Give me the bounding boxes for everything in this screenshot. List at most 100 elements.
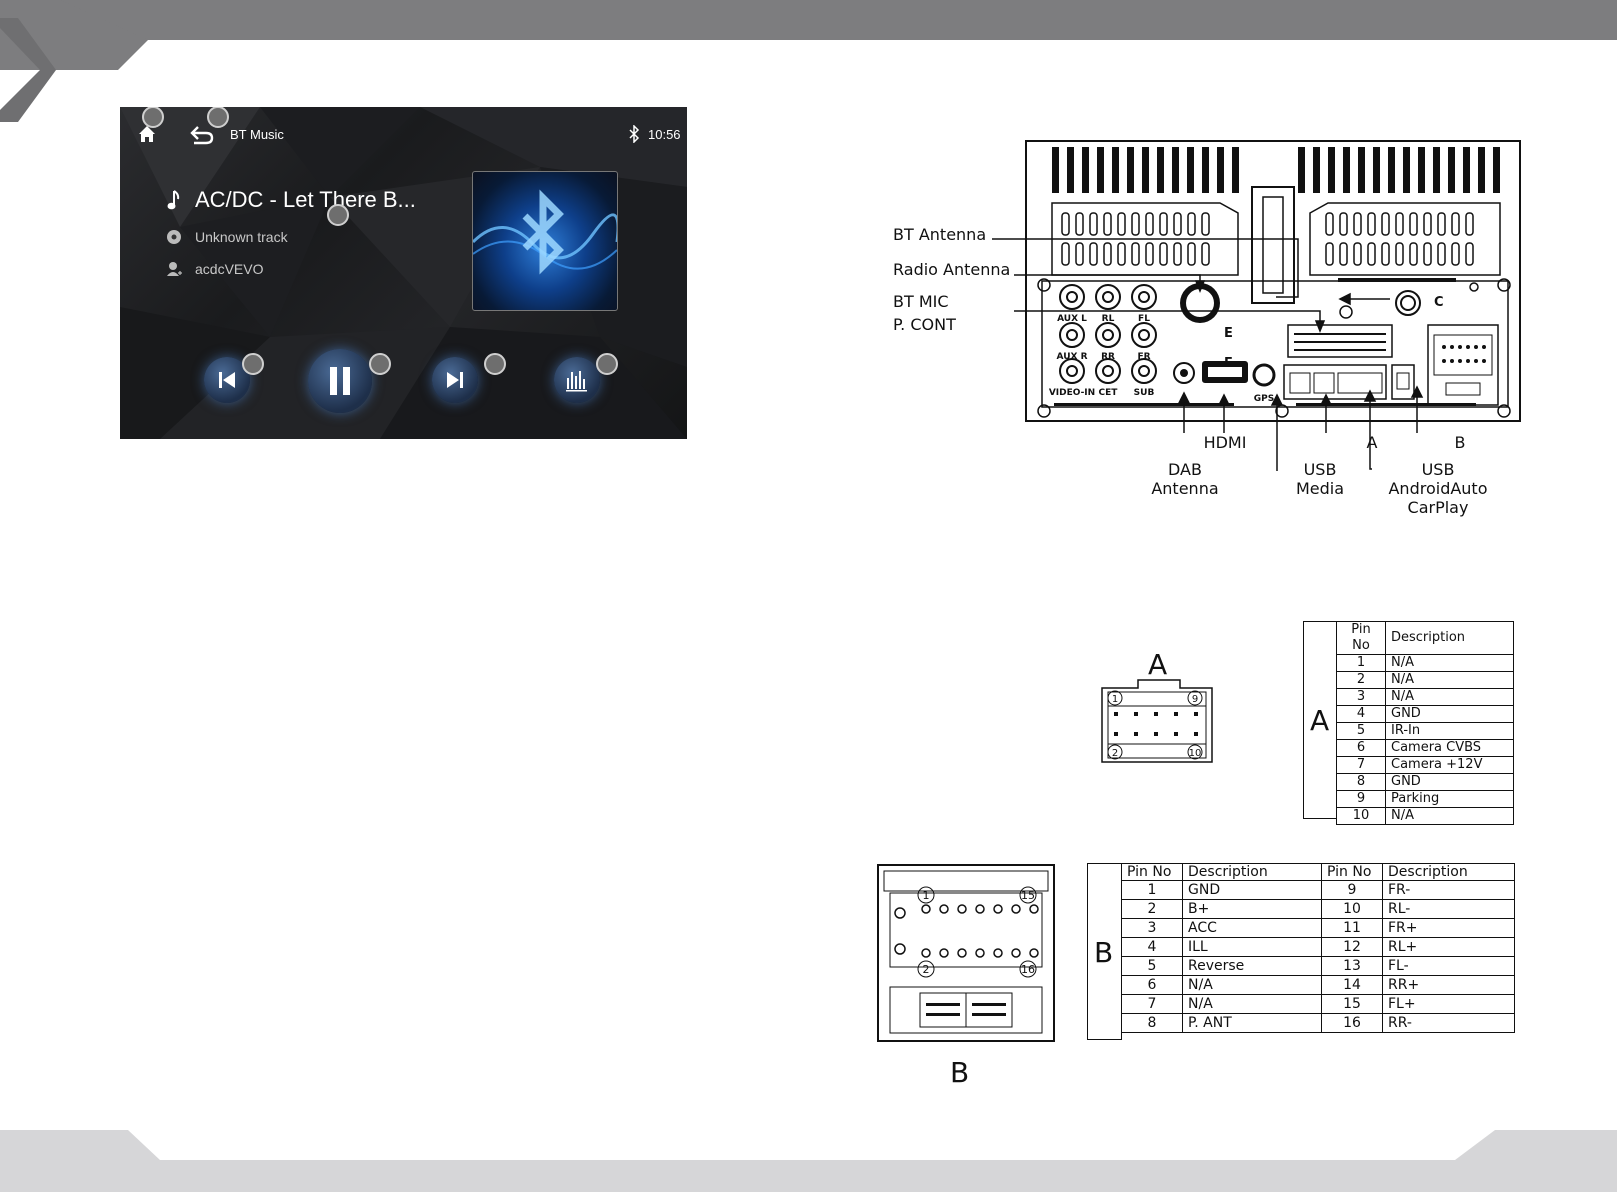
back-icon[interactable] (190, 125, 214, 145)
pin-number-cell: 7 (1121, 994, 1183, 1014)
pin-label: 2 (923, 963, 930, 976)
rear-panel-diagram: AUX L RL FL AUX R RR FR VIDEO-IN CET SUB… (1025, 140, 1521, 422)
description-cell: B+ (1182, 899, 1322, 919)
equalizer-button[interactable] (554, 357, 600, 403)
artist-name: acdcVEVO (195, 261, 264, 277)
pin-number-cell: 2 (1121, 899, 1183, 919)
description-cell: RR- (1382, 1013, 1515, 1033)
description-cell: N/A (1385, 671, 1514, 689)
description-cell: N/A (1385, 688, 1514, 706)
callout-marker (242, 353, 264, 375)
home-icon[interactable] (136, 123, 158, 145)
music-note-icon (167, 190, 180, 210)
pin-number-cell: 4 (1336, 705, 1386, 723)
description-cell: Camera CVBS (1385, 739, 1514, 757)
bluetooth-art-icon (473, 189, 617, 275)
pin-number-cell: 5 (1336, 722, 1386, 740)
description-cell: IR-In (1385, 722, 1514, 740)
pin-number-cell: 12 (1321, 937, 1383, 957)
pin-number-cell: 8 (1336, 773, 1386, 791)
pin-number-cell: 16 (1321, 1013, 1383, 1033)
table-header-row: Pin No Description (1336, 621, 1514, 655)
label-radio-antenna: Radio Antenna (893, 260, 1011, 279)
marking-c: C (1434, 295, 1444, 310)
marking-video-in: VIDEO-IN (1049, 388, 1095, 398)
description-cell: FR+ (1382, 918, 1515, 938)
description-cell: N/A (1182, 994, 1322, 1014)
pin-number-cell: 6 (1121, 975, 1183, 995)
app-title: BT Music (230, 127, 284, 142)
table-b-letter: B (1094, 936, 1114, 969)
pin-number-cell: 5 (1121, 956, 1183, 976)
previous-icon (219, 372, 235, 388)
chevron-decoration (0, 0, 148, 122)
callout-marker (369, 353, 391, 375)
pin-number-cell: 13 (1321, 956, 1383, 976)
table-header-row: Pin No Description Pin No Description (1121, 863, 1515, 881)
pause-button[interactable] (308, 349, 372, 413)
footer-decoration (0, 1128, 1617, 1192)
description-cell: FL- (1382, 956, 1515, 976)
description-cell: Camera +12V (1385, 756, 1514, 774)
column-header: Description (1385, 621, 1514, 655)
pin-number-cell: 11 (1321, 918, 1383, 938)
pin-number-cell: 6 (1336, 739, 1386, 757)
label-hdmi: HDMI (1203, 433, 1247, 452)
label-bt-mic: BT MIC (893, 292, 949, 311)
pin-number-cell: 2 (1336, 671, 1386, 689)
album-art (472, 171, 618, 311)
label-bt-antenna: BT Antenna (893, 225, 987, 244)
marking-gps: GPS (1254, 394, 1274, 404)
pin-label: 16 (1021, 963, 1035, 976)
marking-cet: CET (1099, 388, 1119, 398)
description-cell: FR- (1382, 880, 1515, 900)
previous-button[interactable] (204, 357, 250, 403)
description-cell: P. ANT (1182, 1013, 1322, 1033)
track-title: AC/DC - Let There B... (195, 187, 416, 212)
pin-number-cell: 15 (1321, 994, 1383, 1014)
pin-number-cell: 7 (1336, 756, 1386, 774)
marking-aux-r: AUX R (1057, 352, 1088, 362)
label-b: B (1454, 433, 1466, 452)
description-cell: ILL (1182, 937, 1322, 957)
music-player-screen: BT Music 10:56 AC/DC - Let There B... Un… (120, 107, 687, 439)
description-cell: N/A (1385, 807, 1514, 825)
connector-a-letter: A (1148, 648, 1168, 681)
marking-sub: SUB (1134, 388, 1155, 398)
callout-lines (992, 238, 1424, 471)
connector-a-diagram: 1 9 2 10 (1101, 679, 1213, 763)
column-header: Description (1382, 863, 1515, 881)
pin-number-cell: 3 (1336, 688, 1386, 706)
callout-marker (142, 107, 164, 128)
table-a-letter-cell: A (1303, 621, 1337, 819)
callout-marker (207, 107, 229, 128)
pin-number-cell: 9 (1321, 880, 1383, 900)
bluetooth-icon (629, 125, 640, 143)
table-a-letter: A (1310, 704, 1330, 737)
marking-rr: RR (1101, 352, 1115, 362)
next-button[interactable] (432, 357, 478, 403)
column-header: Description (1182, 863, 1322, 881)
pin-label: 9 (1192, 694, 1198, 705)
description-cell: Reverse (1182, 956, 1322, 976)
connector-b-diagram: 1 15 2 16 (877, 864, 1055, 1042)
pin-label: 2 (1112, 748, 1118, 759)
pin-number-cell: 14 (1321, 975, 1383, 995)
description-cell: Parking (1385, 790, 1514, 808)
table-b-letter-cell: B (1087, 863, 1122, 1040)
label-a: A (1366, 433, 1378, 452)
callout-marker (596, 353, 618, 375)
